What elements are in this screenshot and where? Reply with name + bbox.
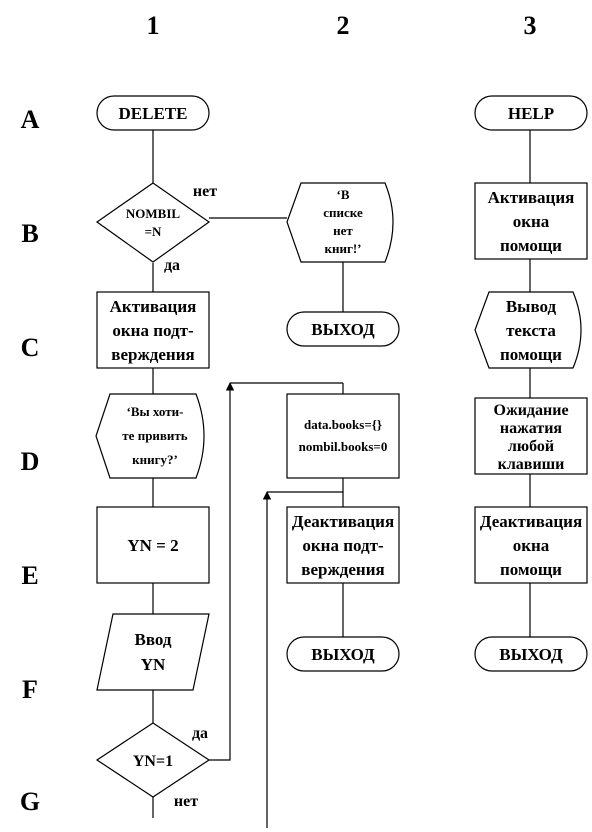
yn-decision-label: YN=1 xyxy=(133,753,173,770)
row-header-a: A xyxy=(21,105,40,134)
activate-confirm-line3: верждения xyxy=(111,345,194,364)
deactivate-help-line1: Деактивация xyxy=(480,512,582,531)
exit-1-label: ВЫХОД xyxy=(311,320,375,339)
no-books-line1: ‘В xyxy=(337,187,350,202)
no-books-line3: нет xyxy=(333,223,353,238)
deactivate-help-line2: окна xyxy=(513,536,550,555)
column-header-2: 2 xyxy=(337,11,350,40)
deactivate-confirm-box: Деактивация окна подт- верждения xyxy=(286,506,400,584)
prompt-line2: те привить xyxy=(122,428,188,443)
activate-confirm-line1: Активация xyxy=(110,297,197,316)
yn-yes-label: да xyxy=(192,725,208,742)
nombil-decision: NOMBIL =N xyxy=(95,182,211,263)
output-help-line3: помощи xyxy=(500,345,562,364)
activate-help-line1: Активация xyxy=(488,188,575,207)
activate-help-line3: помощи xyxy=(500,236,562,255)
row-header-e: E xyxy=(21,561,38,590)
exit-terminator-2: ВЫХОД xyxy=(286,636,400,672)
exit-2-label: ВЫХОД xyxy=(311,645,375,664)
input-line2: YN xyxy=(141,655,166,674)
nombil-label-line2: =N xyxy=(145,224,162,239)
assign-label: YN = 2 xyxy=(127,536,178,555)
output-help-line2: текста xyxy=(506,321,556,340)
reset-books-line2: nombil.books=0 xyxy=(299,439,388,454)
prompt-display: ‘Вы хоти- те привить книгу?’ xyxy=(95,393,205,479)
column-header-1: 1 xyxy=(147,11,160,40)
row-header-b: B xyxy=(21,219,38,248)
delete-label: DELETE xyxy=(119,104,188,123)
reset-books-line1: data.books={} xyxy=(304,417,382,432)
yn-no-label: нет xyxy=(174,793,198,810)
assign-box: YN = 2 xyxy=(96,506,210,584)
help-terminator: HELP xyxy=(474,95,588,131)
nombil-yes-label: да xyxy=(164,257,180,274)
nombil-no-label: нет xyxy=(193,183,217,200)
output-help-line1: Вывод xyxy=(506,297,557,316)
deactivate-confirm-line2: окна подт- xyxy=(302,536,384,555)
no-books-message: ‘В списке нет книг!’ xyxy=(286,182,394,263)
deactivate-confirm-line3: верждения xyxy=(301,560,384,579)
column-header-3: 3 xyxy=(524,11,537,40)
reset-books-box: data.books={} nombil.books=0 xyxy=(286,393,400,479)
output-help-display: Вывод текста помощи xyxy=(474,291,582,369)
no-books-line4: книг!’ xyxy=(324,241,361,256)
input-box: Ввод YN xyxy=(96,613,210,691)
exit-terminator-1: ВЫХОД xyxy=(286,311,400,347)
row-header-f: F xyxy=(22,675,38,704)
yn-decision: YN=1 xyxy=(95,722,211,798)
wait-key-box: Ожидание нажатия любой клавиши xyxy=(474,397,588,475)
wait-key-line4: клавиши xyxy=(498,456,565,473)
deactivate-help-box: Деактивация окна помощи xyxy=(474,506,588,584)
wait-key-line2: нажатия xyxy=(500,420,562,437)
activate-confirm-line2: окна подт- xyxy=(112,321,194,340)
deactivate-confirm-line1: Деактивация xyxy=(292,512,394,531)
row-header-c: C xyxy=(21,333,40,362)
no-books-line2: списке xyxy=(323,205,363,220)
activate-help-box: Активация окна помощи xyxy=(474,182,588,260)
prompt-line1: ‘Вы хоти- xyxy=(127,404,184,419)
col1-connectors xyxy=(152,130,343,828)
input-line1: Ввод xyxy=(134,630,171,649)
wait-key-line3: любой xyxy=(508,438,554,455)
delete-terminator: DELETE xyxy=(96,95,210,131)
exit-terminator-3: ВЫХОД xyxy=(474,636,588,672)
wait-key-line1: Ожидание xyxy=(493,402,568,419)
row-header-d: D xyxy=(21,447,40,476)
prompt-line3: книгу?’ xyxy=(132,452,178,467)
exit-3-label: ВЫХОД xyxy=(499,645,563,664)
activate-confirm-box: Активация окна подт- верждения xyxy=(96,291,210,369)
help-label: HELP xyxy=(508,104,554,123)
row-header-g: G xyxy=(20,787,40,816)
nombil-label-line1: NOMBIL xyxy=(126,206,181,221)
deactivate-help-line3: помощи xyxy=(500,560,562,579)
activate-help-line2: окна xyxy=(513,212,550,231)
